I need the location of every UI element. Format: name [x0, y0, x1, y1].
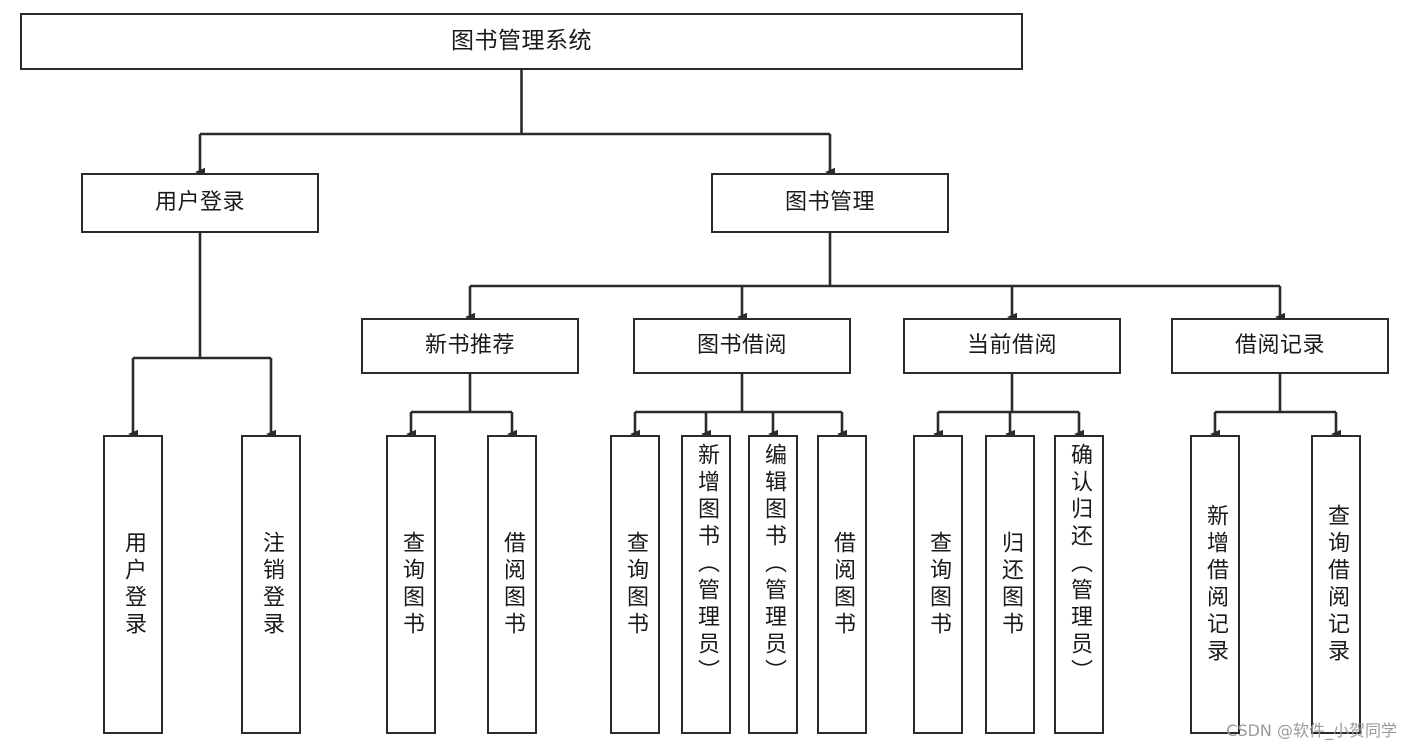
node-leaf-query-record[interactable]: 查询借阅记录 [1311, 435, 1361, 734]
node-root-system[interactable]: 图书管理系统 [20, 13, 1023, 70]
node-leaf-confirm-return-admin[interactable]: 确认归还（管理员） [1054, 435, 1104, 734]
node-label: 借阅记录 [1234, 333, 1325, 359]
node-label: 当前借阅 [966, 333, 1057, 359]
node-label: 新增图书（管理员） [693, 443, 719, 686]
node-label: 注销登录 [258, 530, 284, 639]
node-book-borrow[interactable]: 图书借阅 [633, 318, 851, 374]
node-leaf-add-book-admin[interactable]: 新增图书（管理员） [681, 435, 731, 734]
node-label: 查询图书 [925, 530, 951, 639]
node-label: 借阅图书 [499, 530, 525, 639]
node-leaf-query-book-rec[interactable]: 查询图书 [386, 435, 436, 734]
node-label: 新书推荐 [424, 333, 515, 359]
node-leaf-borrow-book-rec[interactable]: 借阅图书 [487, 435, 537, 734]
node-leaf-query-book-cb[interactable]: 查询图书 [913, 435, 963, 734]
node-label: 用户登录 [120, 530, 146, 639]
node-label: 用户登录 [154, 190, 245, 216]
node-user-login[interactable]: 用户登录 [81, 173, 319, 233]
node-leaf-user-login[interactable]: 用户登录 [103, 435, 163, 734]
node-leaf-return-book[interactable]: 归还图书 [985, 435, 1035, 734]
node-label: 图书管理 [784, 190, 875, 216]
node-label: 图书管理系统 [451, 27, 592, 54]
node-label: 新增借阅记录 [1202, 503, 1228, 666]
node-leaf-borrow-book-br[interactable]: 借阅图书 [817, 435, 867, 734]
node-label: 查询借阅记录 [1323, 503, 1349, 666]
node-label: 归还图书 [997, 530, 1023, 639]
node-label: 借阅图书 [829, 530, 855, 639]
node-borrow-record[interactable]: 借阅记录 [1171, 318, 1389, 374]
node-label: 查询图书 [622, 530, 648, 639]
node-leaf-edit-book-admin[interactable]: 编辑图书（管理员） [748, 435, 798, 734]
watermark-label: CSDN @软件_小贺同学 [1226, 721, 1397, 740]
node-label: 编辑图书（管理员） [760, 443, 786, 686]
node-label: 确认归还（管理员） [1066, 443, 1092, 686]
node-label: 查询图书 [398, 530, 424, 639]
node-book-management[interactable]: 图书管理 [711, 173, 949, 233]
node-new-book-recommend[interactable]: 新书推荐 [361, 318, 579, 374]
node-current-borrow[interactable]: 当前借阅 [903, 318, 1121, 374]
node-leaf-query-book-br[interactable]: 查询图书 [610, 435, 660, 734]
node-label: 图书借阅 [696, 333, 787, 359]
node-leaf-user-logout[interactable]: 注销登录 [241, 435, 301, 734]
node-leaf-add-record[interactable]: 新增借阅记录 [1190, 435, 1240, 734]
